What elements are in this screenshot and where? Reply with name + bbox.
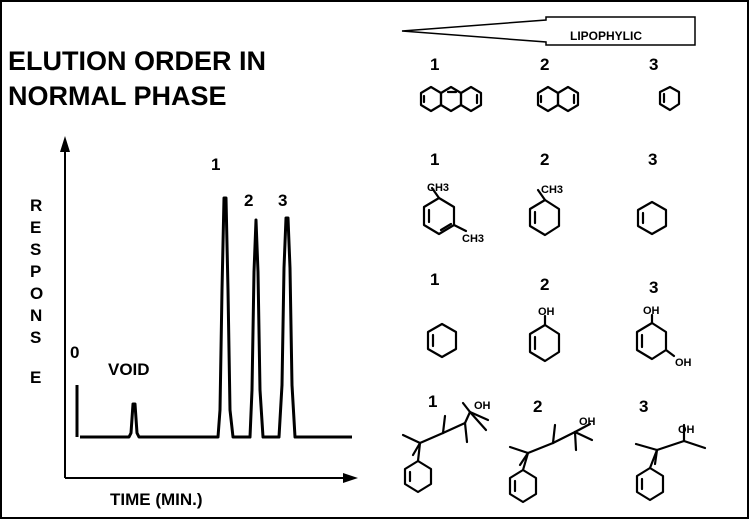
peak-label-3: 3	[278, 191, 287, 210]
x-axis-arrowhead	[343, 473, 358, 483]
y-axis-label: R E S P O N S E	[30, 196, 43, 387]
void-label: VOID	[108, 360, 150, 379]
row3-number-2: 2	[540, 275, 549, 294]
chromatogram-trace	[80, 196, 352, 439]
y-label-letter: N	[30, 306, 42, 325]
y-label-letter: E	[30, 368, 41, 387]
row1-number-3: 3	[649, 55, 658, 74]
row2-number-1: 1	[430, 150, 439, 169]
m-xylene-icon: CH3 CH3	[422, 182, 484, 245]
resorcinol-oh-right-label: OH	[675, 357, 692, 369]
row4-number-1: 1	[428, 392, 437, 411]
y-label-letter: R	[30, 196, 42, 215]
short-alcohol-oh-label: OH	[678, 424, 695, 436]
benzene-icon	[636, 200, 668, 236]
phenyl-alcohol-long-icon: OH	[401, 400, 491, 494]
resorcinol-icon: OH OH	[635, 305, 692, 369]
row-phenyl-alcohols: 1 2 3 OH	[401, 392, 707, 504]
phenyl-alcohol-mid-icon: OH	[508, 416, 596, 504]
mid-alcohol-oh-label: OH	[579, 416, 596, 428]
naphthalene-icon	[536, 85, 580, 113]
phenol-oh-label: OH	[538, 306, 555, 318]
y-label-letter: O	[30, 284, 43, 303]
x-axis-label: TIME (MIN.)	[110, 490, 203, 509]
y-label-letter: S	[30, 240, 41, 259]
y-label-letter: S	[30, 328, 41, 347]
row1-number-1: 1	[430, 55, 439, 74]
long-alcohol-oh-label: OH	[474, 400, 491, 412]
peak-label-1: 1	[211, 155, 220, 174]
toluene-icon: CH3	[528, 184, 563, 237]
row-aromatics: 1 2 3	[419, 55, 681, 113]
row-methylbenzenes: 1 2 3 CH3 CH3 CH3	[422, 150, 668, 245]
row3-number-3: 3	[649, 278, 658, 297]
chromatogram: R E S P O N S E TIME (MIN.) 0 VOID 1 2 3	[30, 136, 358, 509]
phenyl-alcohol-short-icon: OH	[634, 423, 707, 502]
title-line-1: ELUTION ORDER IN	[8, 46, 266, 76]
benzene-icon	[426, 322, 458, 359]
y-axis-arrowhead	[60, 136, 70, 152]
row2-number-3: 3	[648, 150, 657, 169]
lipophylic-arrow: LIPOPHYLIC	[401, 16, 696, 46]
row3-number-1: 1	[430, 270, 439, 289]
row4-number-3: 3	[639, 397, 648, 416]
anthracene-icon	[419, 85, 483, 113]
lipophylic-label: LIPOPHYLIC	[570, 29, 642, 43]
y-label-letter: P	[30, 262, 41, 281]
row4-number-2: 2	[533, 397, 542, 416]
title-line-2: NORMAL PHASE	[8, 81, 227, 111]
benzene-icon	[658, 85, 681, 112]
row1-number-2: 2	[540, 55, 549, 74]
resorcinol-oh-top-label: OH	[643, 305, 660, 317]
row2-number-2: 2	[540, 150, 549, 169]
toluene-ch3-label: CH3	[541, 184, 563, 196]
xylene-ch3-right-label: CH3	[462, 233, 484, 245]
row-hydroxybenzenes: 1 2 3 OH OH OH	[426, 270, 692, 369]
y-label-letter: E	[30, 218, 41, 237]
phenol-icon: OH	[528, 306, 561, 363]
xylene-ch3-top-label: CH3	[427, 182, 449, 194]
peak-label-2: 2	[244, 191, 253, 210]
zero-marker-label: 0	[70, 343, 79, 362]
